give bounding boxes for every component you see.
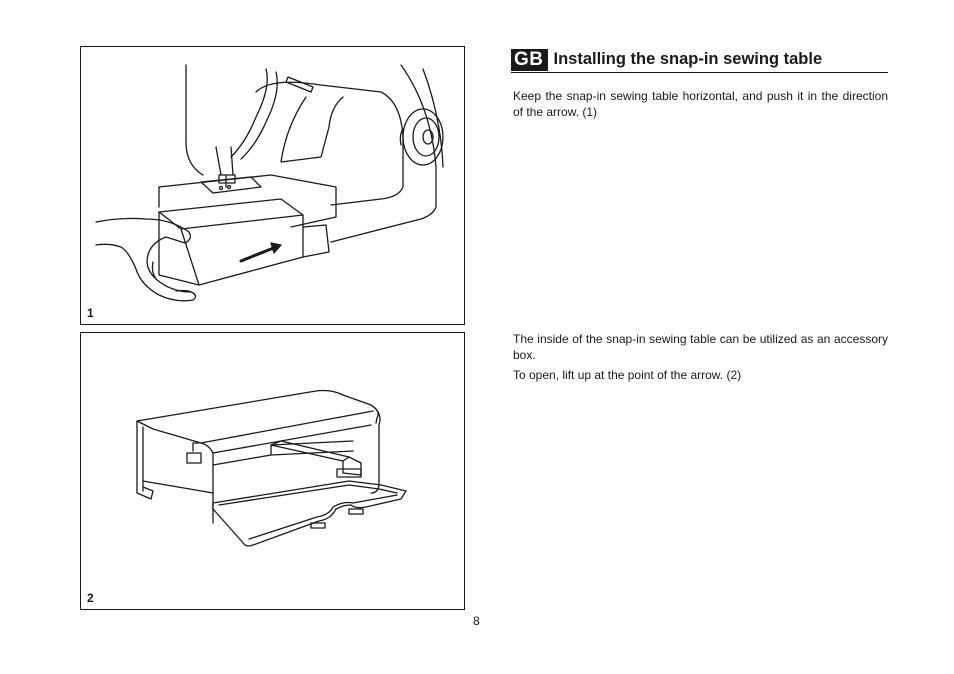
accessory-box-illustration bbox=[136, 389, 407, 547]
language-badge: GB bbox=[511, 48, 548, 71]
figure-number: 2 bbox=[87, 591, 94, 605]
page-number: 8 bbox=[473, 614, 480, 628]
instruction-paragraph-1: Keep the snap-in sewing table horizontal… bbox=[513, 89, 888, 119]
figure-number: 1 bbox=[87, 306, 94, 320]
sewing-machine-illustration bbox=[95, 64, 444, 302]
instruction-paragraph-3: To open, lift up at the point of the arr… bbox=[513, 368, 742, 382]
figure-1: 1 bbox=[80, 46, 465, 325]
instruction-paragraph-2: The inside of the snap-in sewing table c… bbox=[513, 332, 888, 362]
section-title: Installing the snap-in sewing table bbox=[553, 50, 823, 68]
figure-2: 2 bbox=[80, 332, 465, 610]
section-header: GB Installing the snap-in sewing table bbox=[511, 47, 888, 73]
